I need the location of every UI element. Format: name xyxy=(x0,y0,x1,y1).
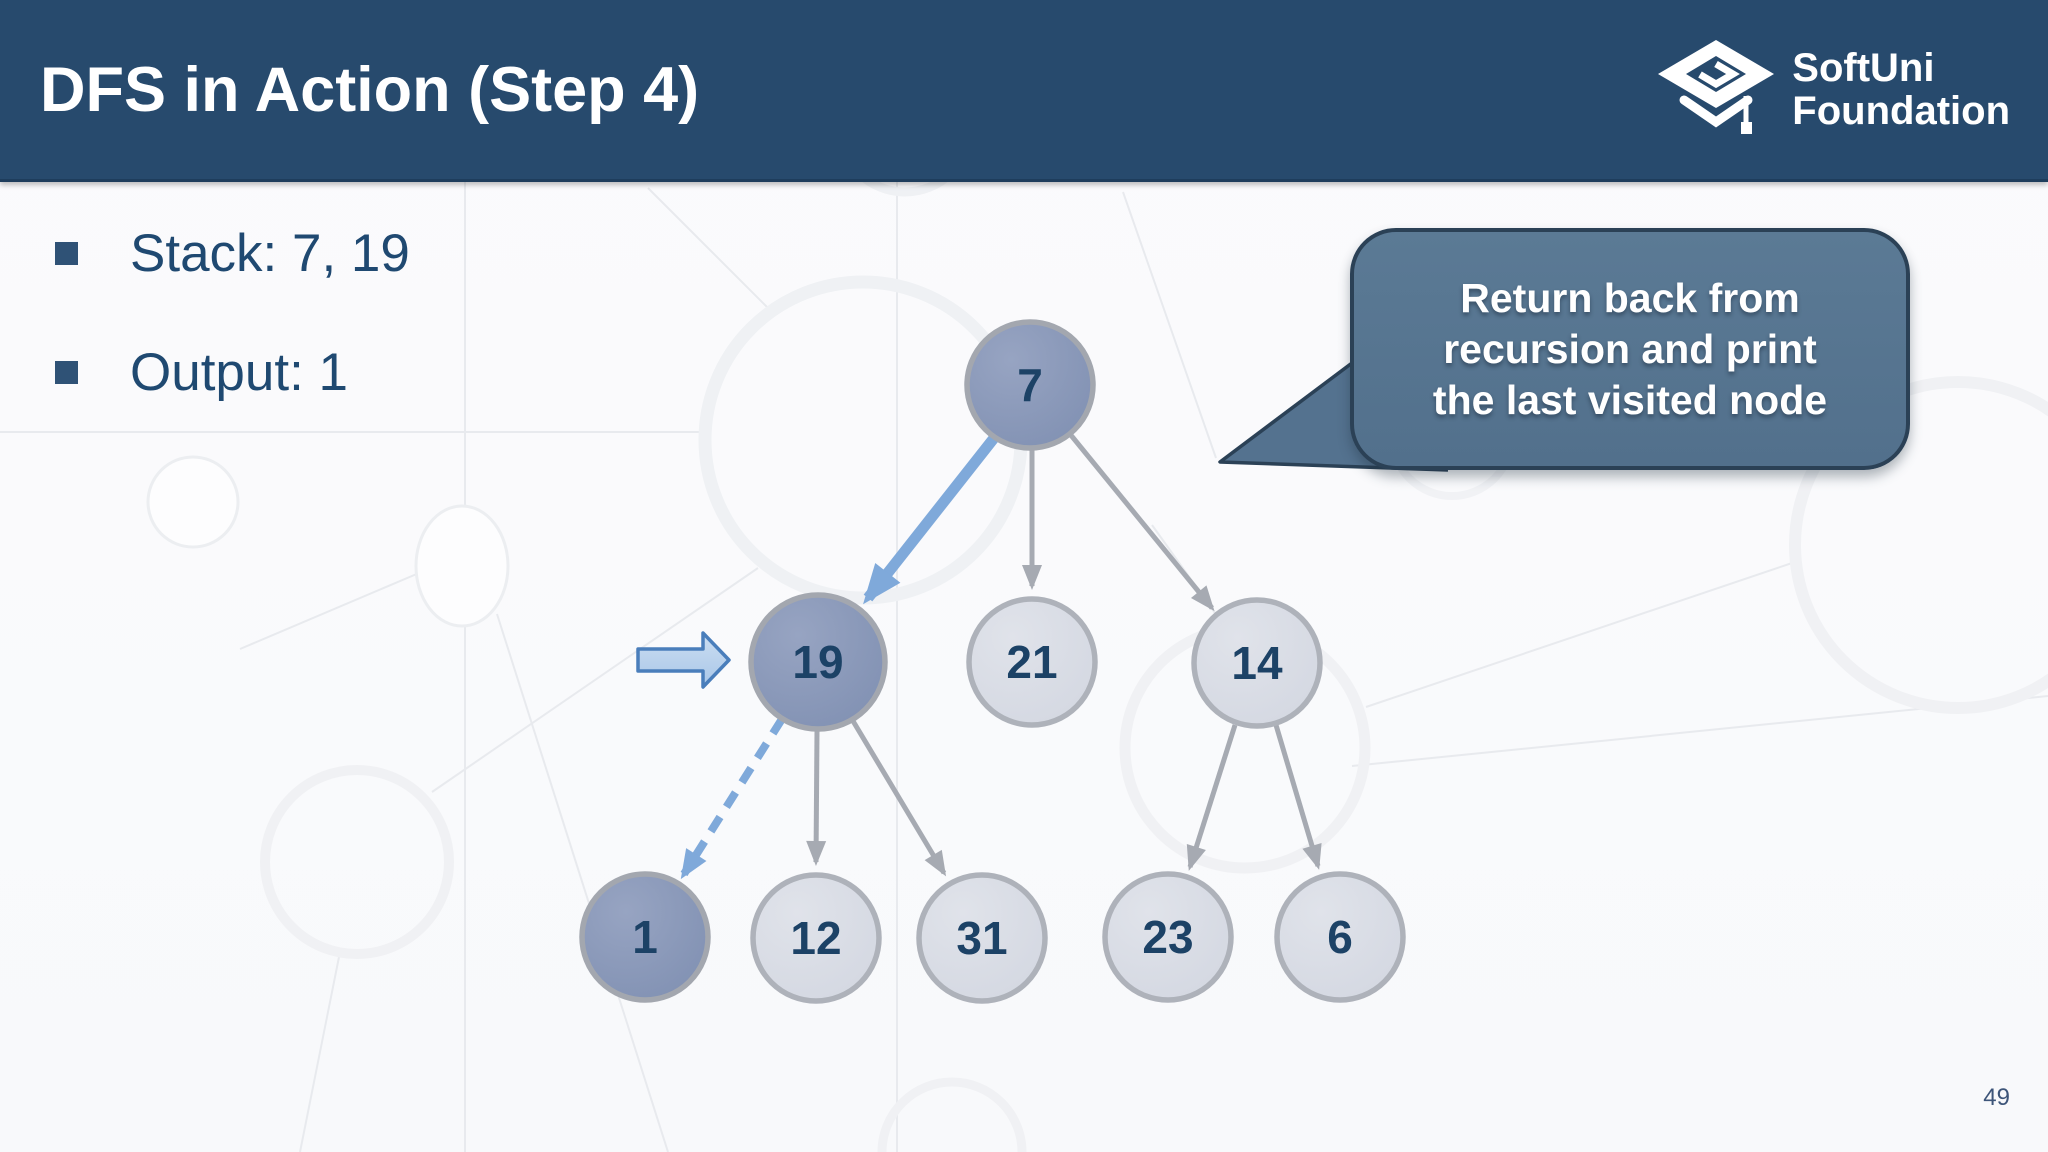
tree-node-7: 7 xyxy=(964,319,1096,451)
tree-node-6: 6 xyxy=(1274,871,1406,1003)
bullet-item-output: Output: 1 xyxy=(55,339,410,405)
edge-19-31 xyxy=(850,719,947,877)
node-label: 19 xyxy=(792,636,843,688)
output-text: Output: 1 xyxy=(130,342,349,402)
node-label: 21 xyxy=(1006,636,1057,688)
edge-19-12 xyxy=(806,730,827,866)
logo-line1: SoftUni xyxy=(1792,45,1935,90)
tree-node-12: 12 xyxy=(750,872,882,1004)
page-number: 49 xyxy=(1983,1084,2010,1111)
node-label: 6 xyxy=(1327,911,1353,963)
bullet-list: Stack: 7, 19 Output: 1 xyxy=(55,220,410,458)
node-label: 12 xyxy=(790,912,841,964)
bullet-square-icon xyxy=(55,360,78,384)
callout-line: the last visited node xyxy=(1432,376,1828,423)
edge-7-14 xyxy=(1068,432,1215,612)
tree-node-14: 14 xyxy=(1191,597,1323,729)
graduation-cap-icon xyxy=(1658,39,1775,134)
tree-node-19: 19 xyxy=(748,592,888,732)
tree-node-31: 31 xyxy=(916,872,1048,1004)
edge-14-23 xyxy=(1186,724,1238,871)
page-title: DFS in Action (Step 4) xyxy=(40,54,700,125)
softuni-foundation-logo: SoftUni Foundation xyxy=(1656,38,2010,142)
edge-7-19-active-arrow xyxy=(863,429,1003,605)
tree-nodes: 7 19 21 14 1 12 xyxy=(579,319,1406,1004)
current-pointer-block-arrow xyxy=(636,631,731,689)
callout-bubble: Return back from recursion and print the… xyxy=(1350,228,1910,470)
slide-header: DFS in Action (Step 4) SoftUni Foundatio… xyxy=(0,0,2048,182)
tree-edges xyxy=(680,429,1322,880)
bullet-item-stack: Stack: 7, 19 xyxy=(55,220,410,286)
tree-node-21: 21 xyxy=(966,596,1098,728)
tree-node-23: 23 xyxy=(1102,871,1234,1003)
logo-line2: Foundation xyxy=(1792,88,2010,133)
tree-node-1: 1 xyxy=(579,871,711,1003)
edge-19-1-backtrack-arrow xyxy=(680,716,786,880)
node-label: 23 xyxy=(1142,911,1193,963)
logo-text: SoftUni Foundation xyxy=(1792,45,2010,133)
callout-line: Return back from xyxy=(1460,274,1800,321)
bullet-square-icon xyxy=(55,241,78,265)
stack-text: Stack: 7, 19 xyxy=(130,223,410,283)
node-label: 1 xyxy=(632,911,658,963)
node-label: 14 xyxy=(1231,637,1283,689)
edge-14-6 xyxy=(1273,724,1322,870)
callout-line: recursion and print xyxy=(1443,325,1817,372)
node-label: 31 xyxy=(956,912,1007,964)
node-label: 7 xyxy=(1017,359,1043,411)
